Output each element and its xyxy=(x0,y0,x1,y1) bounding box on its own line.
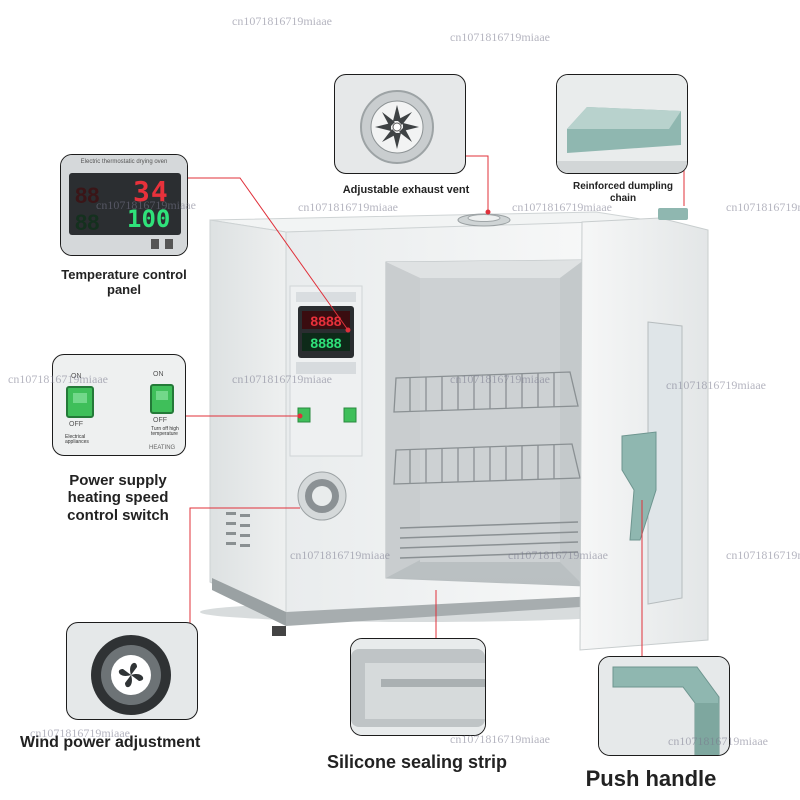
handle-closeup xyxy=(599,657,729,755)
side-vent xyxy=(226,512,250,547)
watermark: cn1071816719miaae xyxy=(726,548,800,562)
door-handle xyxy=(621,431,657,541)
watermark: cn1071816719miaae xyxy=(232,372,332,386)
svg-text:8888: 8888 xyxy=(310,313,341,329)
switch-caption-left: Electrical appliances xyxy=(65,434,89,445)
callout-power-switches: ON OFF ON OFF Electrical appliances Turn… xyxy=(52,354,186,456)
callout-wind-knob xyxy=(66,622,198,720)
callout-exhaust-vent xyxy=(334,74,466,174)
svg-text:8888: 8888 xyxy=(310,335,341,351)
watermark: cn1071816719miaae xyxy=(96,198,196,212)
label-temperature-panel: Temperature control panel xyxy=(61,267,187,297)
temperature-panel-header: Electric thermostatic drying oven xyxy=(80,159,168,165)
watermark: cn1071816719miaae xyxy=(668,734,768,748)
watermark: cn1071816719miaae xyxy=(512,200,612,214)
watermark: cn1071816719miaae xyxy=(666,378,766,392)
switch-heating-label: HEATING xyxy=(149,445,176,451)
exhaust-vent-closeup xyxy=(360,90,434,164)
switch-on-label-left: ON xyxy=(71,373,82,380)
label-power-switches: Power supply heating speed control switc… xyxy=(67,472,169,524)
label-silicone-strip: Silicone sealing strip xyxy=(326,752,508,772)
label-push-handle: Push handle xyxy=(585,766,717,791)
watermark: cn1071816719miaae xyxy=(450,732,550,746)
watermark: cn1071816719miaae xyxy=(298,200,398,214)
temperature-reading-top: 34 xyxy=(133,175,169,208)
callout-silicone-strip xyxy=(350,638,486,736)
watermark: cn1071816719miaae xyxy=(290,548,390,562)
silicone-strip-closeup xyxy=(351,639,485,735)
wind-knob-closeup xyxy=(91,635,171,715)
svg-text:88: 88 xyxy=(75,210,99,235)
oven-left-side xyxy=(209,219,287,619)
label-exhaust-vent: Adjustable exhaust vent xyxy=(342,184,470,196)
switches-closeup xyxy=(66,384,174,418)
fan-icon xyxy=(118,662,144,688)
switch-right xyxy=(343,407,357,423)
temperature-panel-closeup: 88 88 xyxy=(61,155,187,255)
watermark: cn1071816719miaae xyxy=(232,14,332,28)
watermark: cn1071816719miaae xyxy=(508,548,608,562)
switch-caption-right: Turn off high temperature xyxy=(151,426,179,437)
temperature-reading-bottom: 100 xyxy=(127,205,171,233)
shelf-middle xyxy=(393,443,581,485)
watermark: cn1071816719miaae xyxy=(726,200,800,214)
label-wind-adjustment: Wind power adjustment xyxy=(20,734,201,751)
callout-push-handle xyxy=(598,656,730,756)
watermark: cn1071816719miaae xyxy=(30,726,130,740)
callout-temperature-panel: 88 88 Electric thermostatic drying oven … xyxy=(60,154,188,256)
watermark: cn1071816719miaae xyxy=(450,30,550,44)
watermark: cn1071816719miaae xyxy=(450,372,550,386)
callout-hinge-chain xyxy=(556,74,688,174)
svg-text:88: 88 xyxy=(75,183,99,208)
switch-off-label-left: OFF xyxy=(69,421,83,428)
switch-on-label-right: ON xyxy=(153,371,164,378)
watermark: cn1071816719miaae xyxy=(8,372,108,386)
shelf-top xyxy=(393,371,579,413)
hinge-closeup xyxy=(557,75,687,173)
switch-off-label-right: OFF xyxy=(153,417,167,424)
label-hinge-chain: Reinforced dumpling chain xyxy=(573,181,673,204)
bottom-perforated-plate xyxy=(399,521,579,559)
